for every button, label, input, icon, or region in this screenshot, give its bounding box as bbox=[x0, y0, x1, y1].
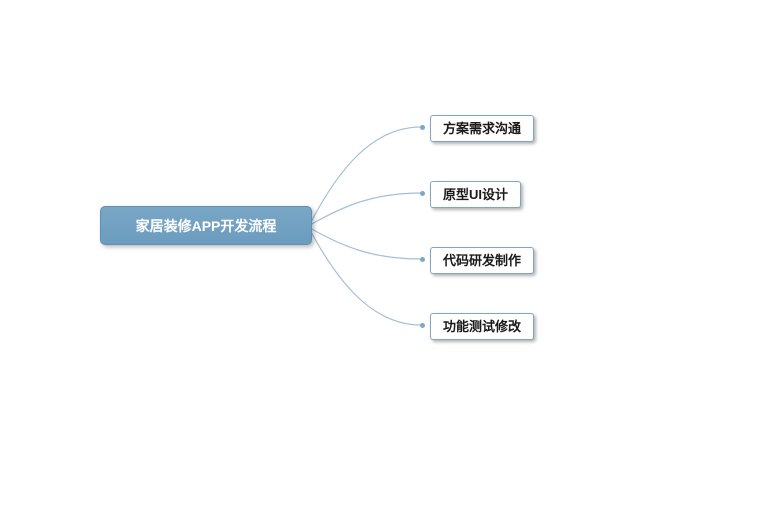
connector-line-4 bbox=[309, 229, 422, 326]
child-node-ui-design[interactable]: 原型UI设计 bbox=[430, 181, 522, 208]
connector-line-1 bbox=[309, 126, 422, 225]
connector-dot bbox=[420, 323, 425, 328]
connector-line-2 bbox=[309, 192, 422, 226]
root-node[interactable]: 家居装修APP开发流程 bbox=[100, 206, 312, 245]
connector-dot bbox=[420, 191, 425, 196]
child-node-code-development[interactable]: 代码研发制作 bbox=[430, 247, 535, 274]
child-node-requirements[interactable]: 方案需求沟通 bbox=[430, 115, 535, 142]
child-node-testing[interactable]: 功能测试修改 bbox=[430, 313, 535, 340]
connector-dot bbox=[420, 125, 425, 130]
connector-line-3 bbox=[309, 227, 422, 260]
connector-dot bbox=[420, 257, 425, 262]
